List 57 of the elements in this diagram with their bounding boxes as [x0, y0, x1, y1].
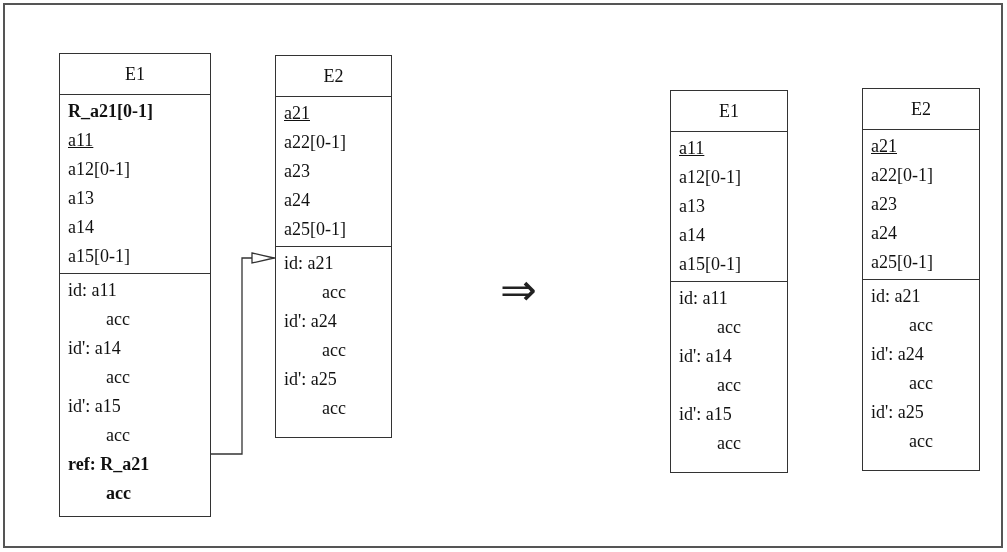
constraint: id': a25 [871, 401, 925, 424]
constraint: id': a25 [284, 368, 338, 391]
attribute: a15[0-1] [68, 245, 131, 268]
entity-name: E2 [323, 64, 344, 88]
reference-arrow [210, 252, 276, 455]
attribute: a21 [284, 102, 311, 125]
constraint: id': a24 [284, 310, 338, 333]
constraint: id: a11 [679, 287, 729, 310]
constraint: acc [716, 374, 742, 397]
entity-box [862, 88, 980, 471]
constraint: id': a14 [679, 345, 733, 368]
attribute: a12[0-1] [679, 166, 742, 189]
entity-box [670, 90, 788, 473]
constraint: acc [105, 308, 131, 331]
constraint: acc [908, 430, 934, 453]
constraint: id': a14 [68, 337, 122, 360]
constraint: id': a15 [679, 403, 733, 426]
attribute: a22[0-1] [284, 131, 347, 154]
entity-name: E2 [911, 97, 931, 121]
constraint: ref: R_a21 [68, 453, 151, 476]
constraint: acc [716, 432, 742, 455]
attribute: a23 [871, 193, 898, 216]
attribute: a12[0-1] [68, 158, 131, 181]
constraint: id: a11 [68, 279, 118, 302]
constraint: id': a24 [871, 343, 925, 366]
attribute: a15[0-1] [679, 253, 742, 276]
attribute: a23 [284, 160, 311, 183]
attribute: a24 [284, 189, 311, 212]
entity-name: E1 [719, 99, 739, 123]
entity-box [59, 53, 211, 517]
attribute: a11 [68, 129, 95, 152]
constraint: id': a15 [68, 395, 122, 418]
constraint: acc [321, 397, 347, 420]
constraint: id: a21 [871, 285, 922, 308]
constraint: acc [321, 281, 347, 304]
constraint: acc [908, 372, 934, 395]
attribute: a25[0-1] [871, 251, 934, 274]
constraint: acc [908, 314, 934, 337]
attribute: a14 [68, 216, 95, 239]
transformation-symbol: ⇒ [500, 266, 537, 316]
attribute: R_a21[0-1] [68, 100, 154, 123]
constraint: acc [105, 366, 131, 389]
entity-box [275, 55, 392, 438]
attribute: a24 [871, 222, 898, 245]
constraint: acc [105, 424, 131, 447]
attribute: a25[0-1] [284, 218, 347, 241]
entity-name: E1 [125, 62, 145, 86]
attribute: a13 [68, 187, 95, 210]
attribute: a21 [871, 135, 898, 158]
attribute: a13 [679, 195, 706, 218]
attribute: a14 [679, 224, 706, 247]
constraint: acc [105, 482, 132, 505]
constraint: acc [716, 316, 742, 339]
constraint: acc [321, 339, 347, 362]
attribute: a11 [679, 137, 706, 160]
constraint: id: a21 [284, 252, 335, 275]
attribute: a22[0-1] [871, 164, 934, 187]
